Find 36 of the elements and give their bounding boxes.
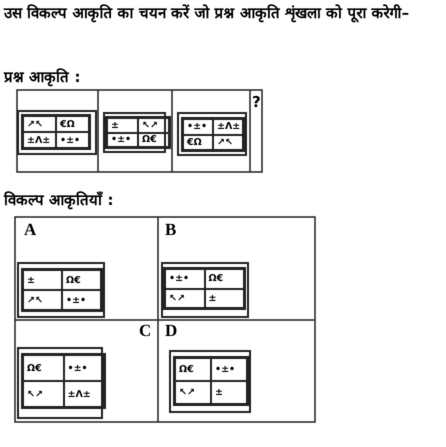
symbol-cell: ± [211,381,247,404]
symbol-cell: ↗↖ [23,116,56,132]
symbol-cell: •±• [64,355,104,381]
symbol-cell: €Ω [56,116,89,132]
symbol-cell: ↖↗ [165,288,204,308]
symbol-cell: ±Λ± [213,119,243,134]
symbol-cell: ↖↗ [138,118,169,132]
option-letter: A [24,220,36,240]
question-mark: ? [252,92,261,113]
question-text: उस विकल्प आकृति का चयन करें जो प्रश्न आकृति शृंखला को पूरा करेगी– [4,3,410,24]
symbol-cell: Ω€ [138,132,169,147]
section-heading: प्रश्न आकृति : [4,67,80,88]
symbol-cell: •±• [183,119,213,134]
option-letter: C [139,321,152,341]
symbol-cell: ± [204,288,244,308]
symbol-cell: •±• [56,132,89,148]
symbol-cell: ↗↖ [23,290,62,310]
symbol-cell: Ω€ [23,355,64,381]
option-letter: B [165,220,176,240]
symbol-cell: •±• [211,358,247,381]
section-heading: विकल्प आकृतियाँ : [4,190,114,211]
symbol-cell: ↖↗ [23,381,64,407]
symbol-cell: ± [107,118,138,132]
symbol-cell: •±• [165,269,204,288]
symbol-cell: ↗↖ [213,134,243,150]
symbol-cell: Ω€ [175,358,211,381]
symbol-cell: ±Λ± [23,132,56,148]
symbol-cell: Ω€ [204,269,244,288]
symbol-cell: €Ω [183,134,213,150]
symbol-cell: ±Λ± [64,381,104,407]
symbol-cell: ↖↗ [175,381,211,404]
symbol-cell: ± [23,270,62,290]
symbol-cell: •±• [62,290,101,310]
symbol-cell: Ω€ [62,270,101,290]
option-letter: D [165,321,178,341]
symbol-cell: •±• [107,132,138,147]
